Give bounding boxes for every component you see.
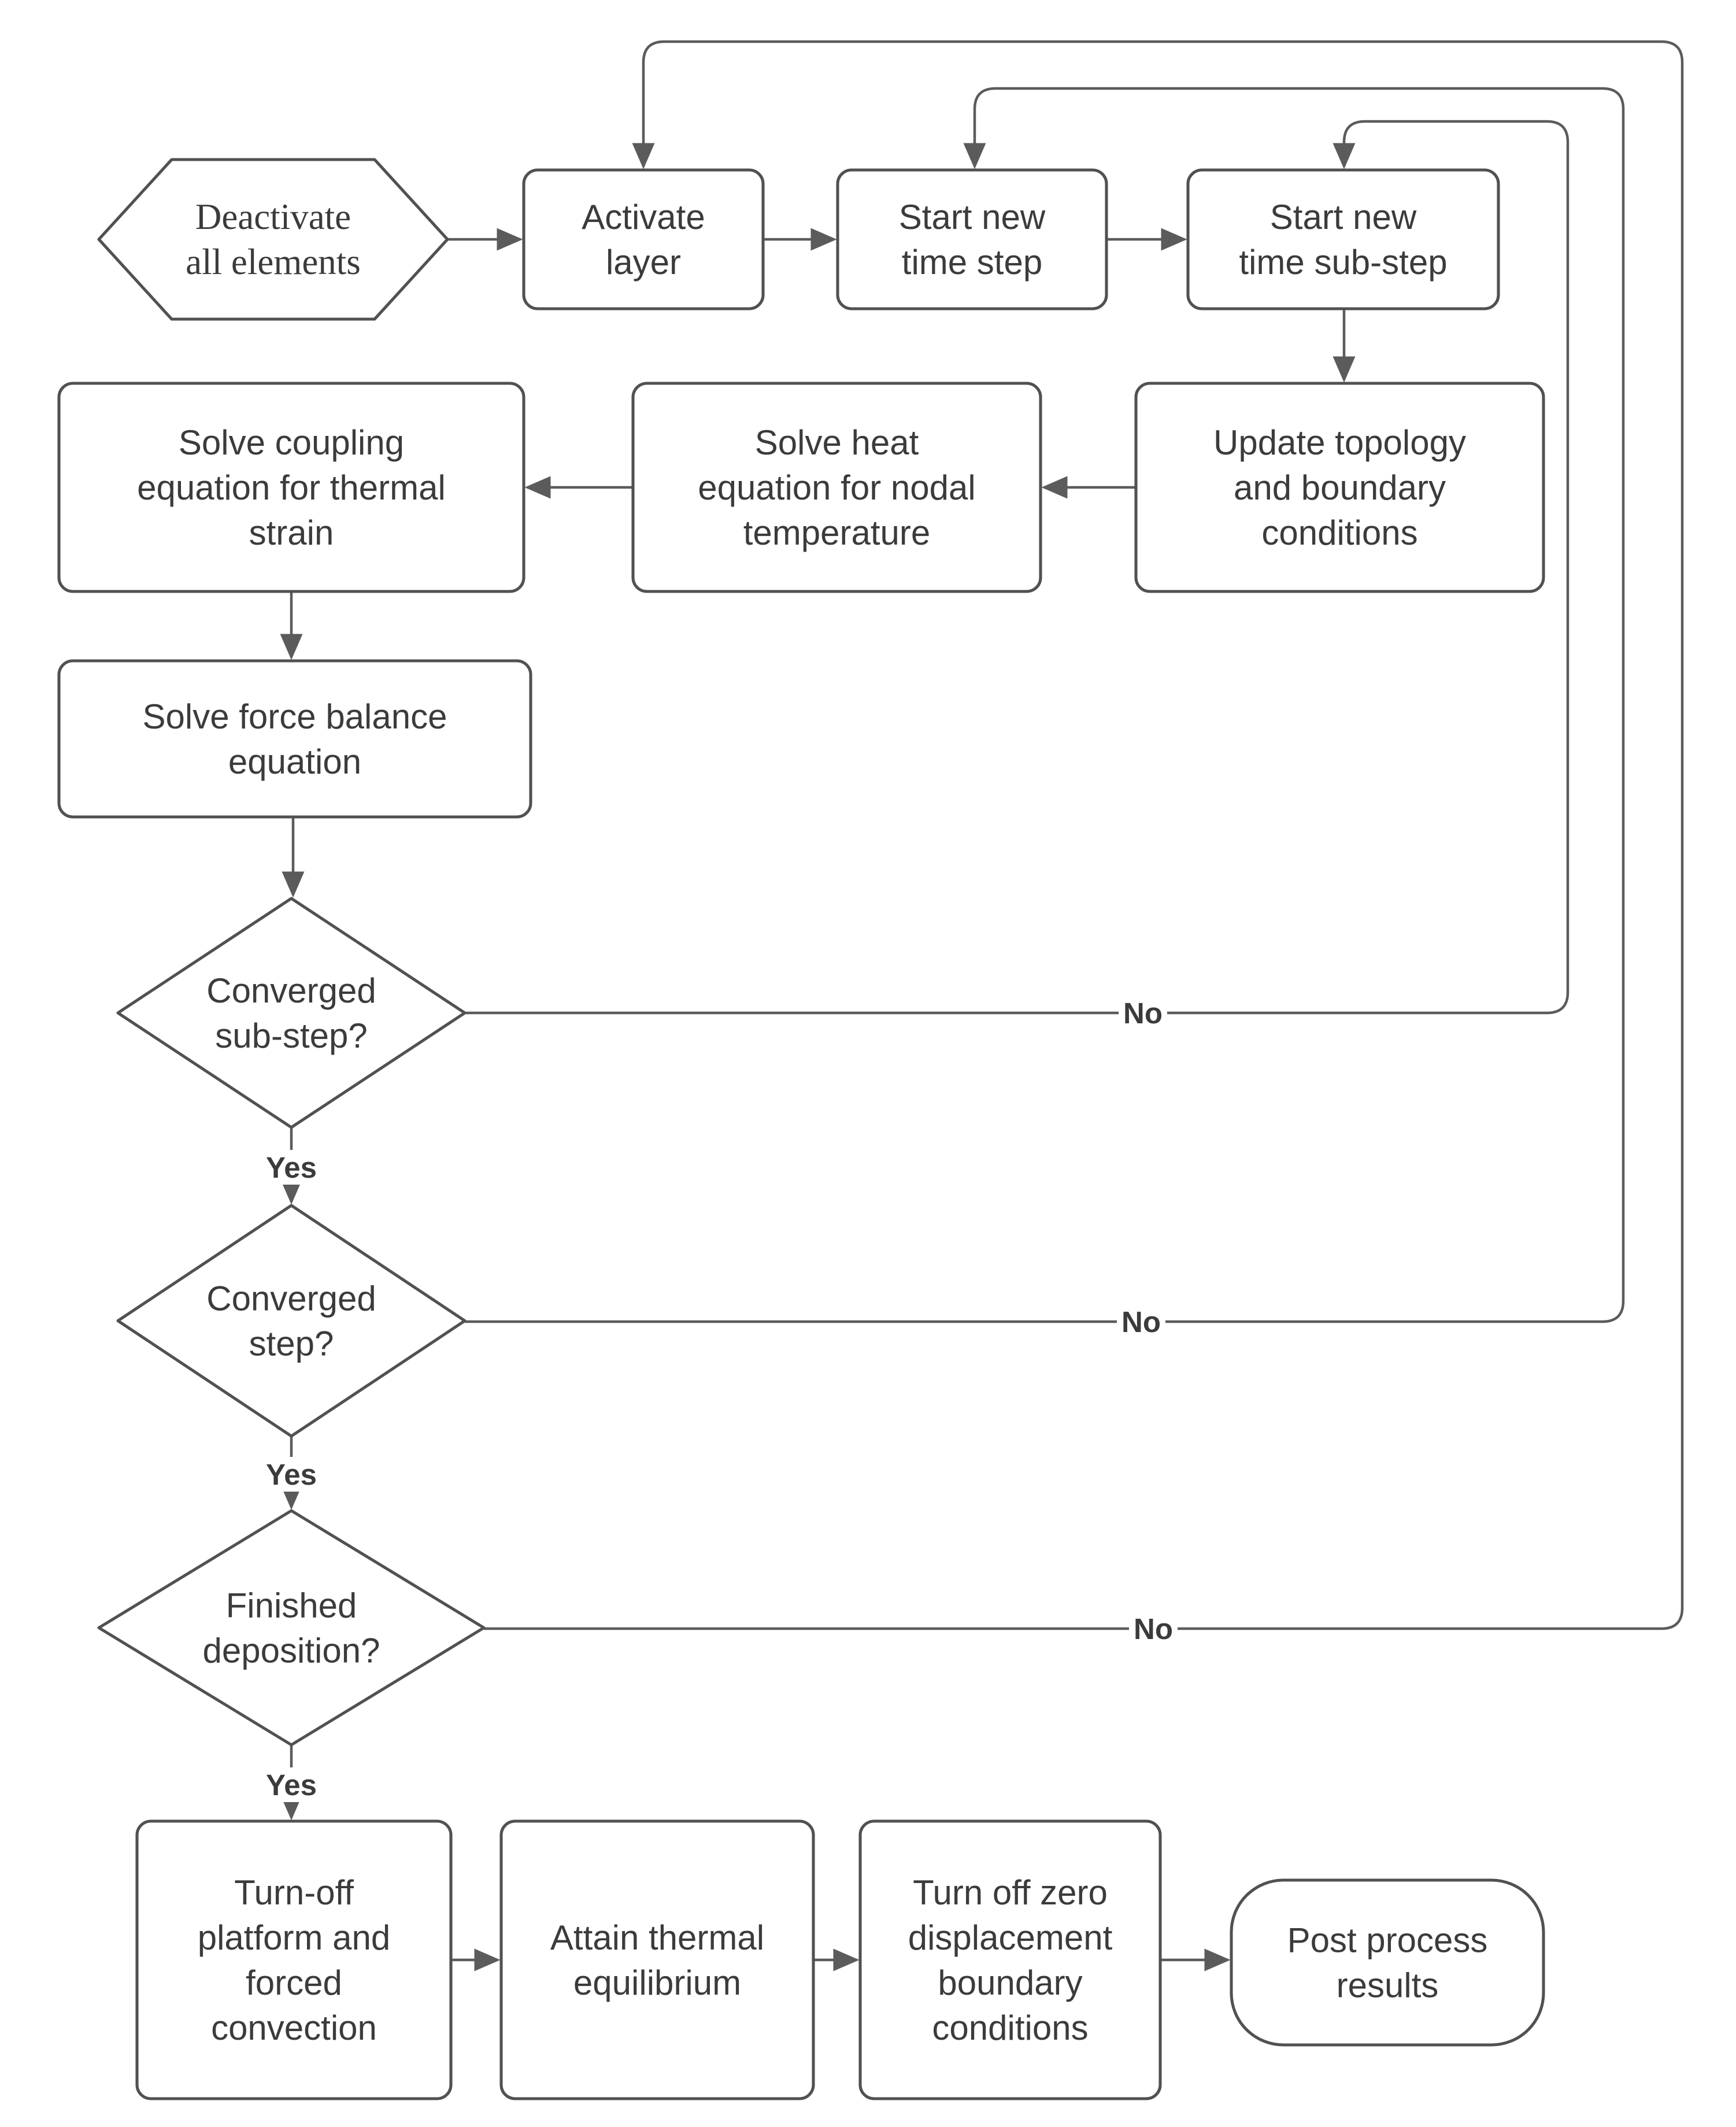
edge-converged-step-no-loop (465, 87, 1625, 1323)
process-rect-shape (522, 168, 765, 310)
edge-label-background (258, 1767, 324, 1802)
process-rect-shape (858, 1819, 1162, 2100)
edge-label-no: No (1121, 1305, 1161, 1338)
edge-label-yes: Yes (266, 1151, 317, 1184)
edge-label-no: No (1123, 997, 1163, 1030)
edge-finished-deposition-no-loop (484, 40, 1684, 1630)
process-rect-shape (1186, 168, 1500, 310)
edge-label-no: No (1134, 1612, 1173, 1645)
process-rect-shape (836, 168, 1108, 310)
edge-label-background (258, 1457, 324, 1492)
edge-label-background (1119, 996, 1167, 1030)
process-rect-shape (135, 1819, 453, 2100)
process-rect-shape (1134, 382, 1545, 593)
process-rect-shape (57, 659, 532, 819)
hexagon-shape (97, 158, 449, 321)
process-rect-shape (631, 382, 1042, 593)
edge-label-yes: Yes (266, 1769, 317, 1802)
decision-diamond-shape (116, 897, 467, 1129)
decision-diamond-shape (97, 1509, 486, 1747)
edge-label-background (1129, 1611, 1178, 1646)
decision-diamond-shape (116, 1204, 467, 1438)
process-rect-shape (499, 1819, 815, 2100)
edge-label-background (1117, 1304, 1165, 1339)
process-rect-shape (57, 382, 525, 593)
terminator-shape (1230, 1878, 1545, 2047)
edge-label-background (258, 1150, 324, 1185)
edge-converged-sub-step-no-loop (465, 120, 1570, 1015)
edge-label-yes: Yes (266, 1458, 317, 1491)
